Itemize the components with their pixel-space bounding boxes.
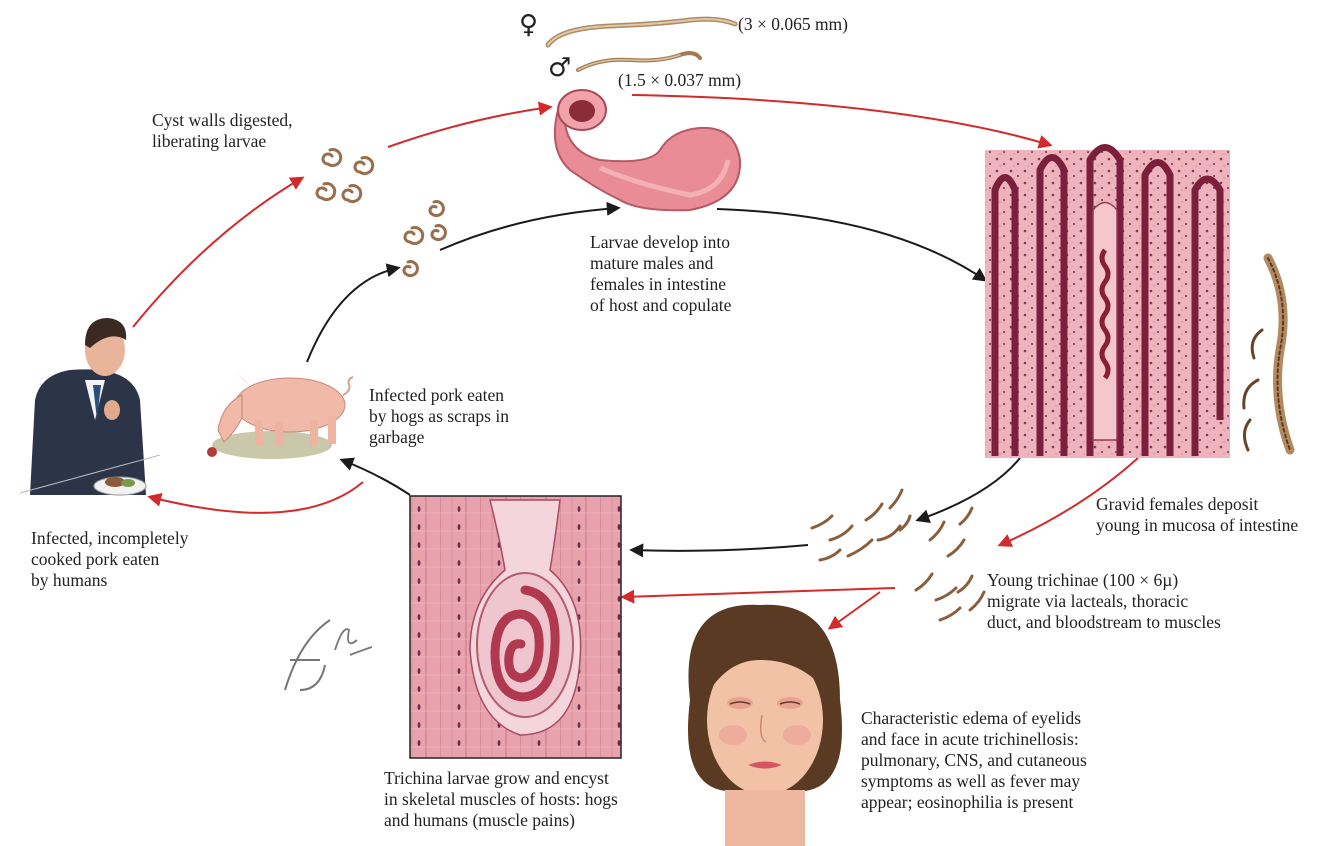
humans-eat-pork-label: Infected, incompletely cooked pork eaten…: [31, 528, 189, 590]
female-size-label: (3 × 0.065 mm): [738, 14, 848, 34]
hogs-eat-pork-label: Infected pork eaten by hogs as scraps in…: [369, 385, 509, 447]
woman-face-illustration: [688, 604, 842, 846]
pig-illustration: [207, 372, 354, 459]
larvae-develop-label: Larvae develop into mature males and fem…: [590, 232, 732, 315]
arrow-larvae-to-face: [827, 591, 881, 630]
arrow-villi-down-to-larvae: [915, 457, 1021, 523]
arrow-intestine-to-villi: [631, 94, 1053, 149]
trichina-larvae-label: Trichina larvae grow and encyst in skele…: [384, 768, 618, 830]
villi-histology: [985, 144, 1230, 458]
arrow-cysts-to-intestine: [387, 101, 553, 148]
migrating-larvae: [810, 488, 986, 622]
arrow-muscle-to-human: [147, 481, 364, 514]
liberated-larvae-coils: [315, 148, 447, 278]
arrow-hog-to-larvae: [306, 263, 401, 363]
encysted-larva-muscle: [409, 495, 622, 759]
arrow-larvae-to-intestine: [439, 201, 621, 251]
arrow-muscle-to-hog: [339, 457, 411, 496]
gravid-females-label: Gravid females deposit young in mucosa o…: [1096, 494, 1299, 535]
artist-signature: [284, 619, 373, 691]
female-symbol: ♀: [519, 10, 539, 40]
arrow-larvae-to-muscle: [620, 587, 896, 604]
cyst-walls-label: Cyst walls digested, liberating larvae: [152, 110, 293, 151]
male-symbol: ♂: [548, 53, 572, 83]
young-trichinae-label: Young trichinae (100 × 6µ) migrate via l…: [987, 570, 1221, 632]
edema-label: Characteristic edema of eyelids and face…: [861, 708, 1087, 812]
arrow-human-to-cysts: [132, 176, 305, 328]
man-eating-illustration: [19, 318, 161, 496]
gravid-female-worm: [1242, 253, 1295, 455]
male-size-label: (1.5 × 0.037 mm): [618, 70, 742, 90]
arrow-villi-to-migrating-larvae: [997, 457, 1139, 547]
adult-female-worm: [545, 16, 738, 48]
adult-male-worm: [576, 51, 702, 72]
arrow-larvae-to-muscle-black: [629, 543, 809, 558]
intestine-illustration: [553, 89, 742, 212]
arrow-intestine-down-to-villi: [716, 208, 988, 282]
